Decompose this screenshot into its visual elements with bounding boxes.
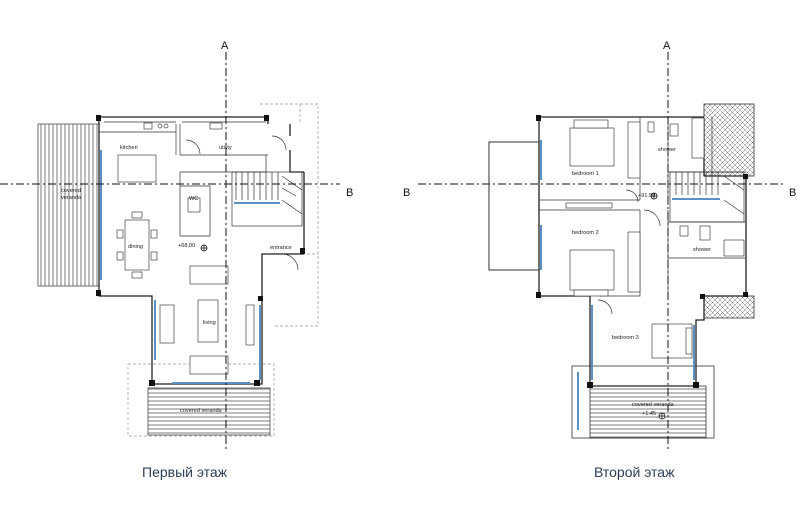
tile-area-bottom — [703, 295, 755, 319]
caption-floor2: Второй этаж — [594, 464, 675, 480]
bed-bedroom2 — [569, 249, 615, 297]
label-living: living — [203, 320, 216, 326]
floor1-stairs — [231, 171, 303, 227]
axis-label-b2-right: B — [789, 187, 796, 199]
label-bedroom3: bedroom 3 — [612, 335, 639, 341]
label-dining: dining — [128, 244, 143, 250]
axis-label-a1: A — [221, 40, 229, 52]
label-covered-veranda-2: covered veranda — [632, 402, 675, 408]
living-furniture — [159, 265, 255, 375]
level-floor1: +68.00 — [178, 243, 195, 249]
floor1-axes: A B — [0, 40, 353, 450]
floor2-axes: A B B — [403, 40, 796, 450]
veranda-floor2-outline — [571, 365, 715, 439]
label-kitchen: kitchen — [120, 145, 138, 151]
floor2-plan: bedroom 1 bedroom 2 bedroom 3 shower sho… — [488, 103, 755, 439]
roof-overhang-left — [488, 141, 540, 271]
label-covered-side-2: veranda — [61, 195, 82, 201]
bed-bedroom1 — [569, 119, 615, 167]
kitchen-furniture — [117, 122, 223, 183]
label-bedroom1: bedroom 1 — [572, 171, 599, 177]
covered-veranda-side — [37, 123, 100, 287]
label-shower2: shower — [693, 247, 711, 253]
upper-projection-outline — [260, 103, 319, 327]
label-covered-side-1: covered — [61, 188, 81, 194]
label-bedroom2: bedroom 2 — [572, 230, 599, 236]
tile-area-top — [703, 103, 755, 177]
axis-label-b2-left: B — [403, 187, 410, 199]
floor2-stairs — [669, 171, 745, 223]
bed-bedroom3 — [651, 323, 693, 359]
axis-label-a2: A — [663, 40, 671, 52]
dining-table — [116, 211, 158, 279]
label-shower1: shower — [658, 147, 676, 153]
label-entrance: entrance — [270, 245, 292, 251]
floor1-plan: kitchen utility covered veranda WC dinin… — [37, 103, 319, 437]
veranda-floor2 — [589, 385, 707, 439]
caption-floor1: Первый этаж — [142, 464, 228, 480]
label-wc: WC — [189, 196, 198, 202]
axis-label-b1: B — [346, 187, 353, 199]
level-veranda: +1.45 — [642, 411, 656, 417]
label-utility: utility — [219, 145, 232, 151]
label-covered-veranda-1: covered veranda — [180, 408, 223, 414]
level-floor2: +91.50 — [638, 193, 655, 199]
covered-veranda-bottom — [147, 387, 271, 436]
